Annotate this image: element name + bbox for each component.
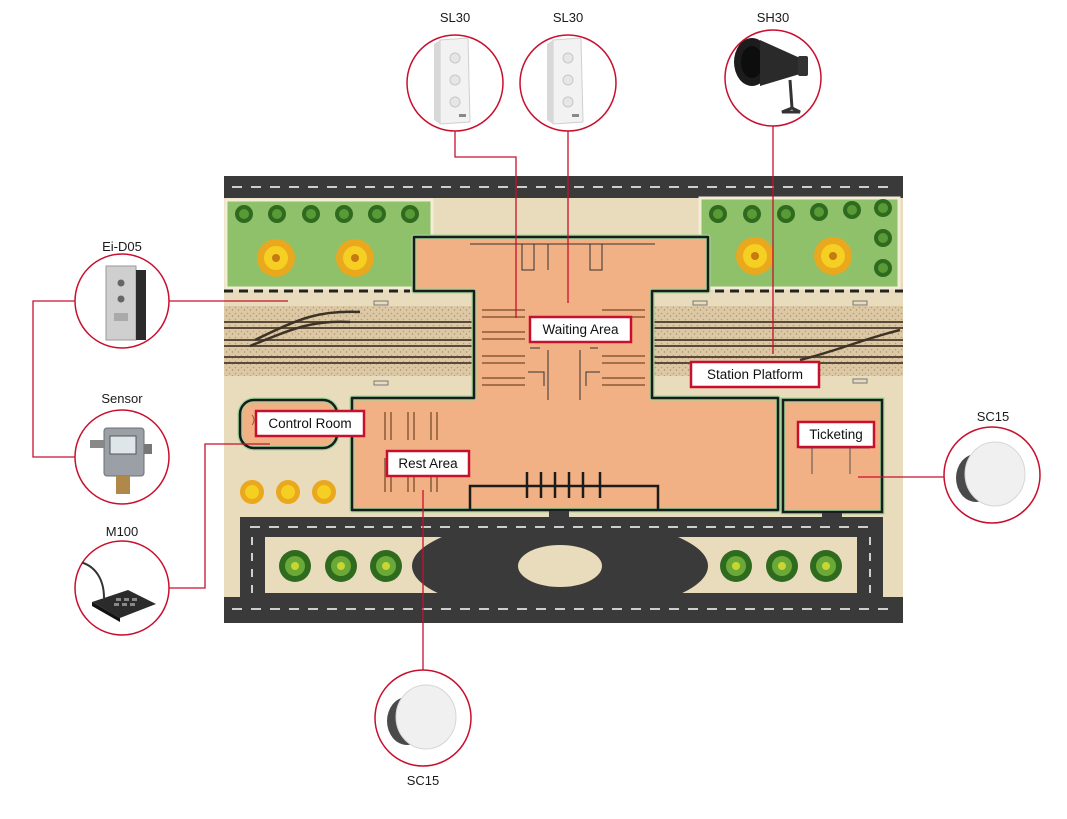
zone-label-waiting-area: Waiting Area (528, 315, 633, 344)
device-ei-d05: Ei-D05 (74, 239, 170, 349)
paging-microphone-icon (75, 558, 156, 622)
flower-bed (240, 480, 336, 504)
device-label-sl30-right: SL30 (553, 10, 583, 25)
zone-label-station-platform: Station Platform (689, 360, 821, 389)
column-speaker-icon (434, 37, 471, 125)
station-map (224, 176, 903, 623)
shrubs-left (235, 205, 419, 223)
column-speaker-icon (547, 37, 584, 125)
railway-tracks-left (224, 306, 474, 376)
connector-lines (32, 126, 944, 670)
zone-text-station-platform: Station Platform (707, 367, 803, 382)
device-sh30: SH30 (724, 10, 822, 127)
zone-text-rest-area: Rest Area (398, 456, 458, 471)
ceiling-speaker-icon (956, 441, 1026, 507)
top-road (224, 176, 903, 198)
device-sl30-right: SL30 (519, 10, 617, 132)
device-sensor: Sensor (74, 391, 170, 505)
device-label-sc15-bottom: SC15 (407, 773, 440, 788)
device-label-sl30-left: SL30 (440, 10, 470, 25)
ceiling-speaker-icon (387, 684, 457, 750)
device-sl30-left: SL30 (406, 10, 504, 132)
zone-label-rest-area: Rest Area (385, 449, 471, 478)
device-label-sh30: SH30 (757, 10, 790, 25)
zone-text-ticketing: Ticketing (809, 427, 863, 442)
flower-trees-right (736, 237, 852, 275)
ticketing-building (780, 397, 885, 515)
device-label-m100: M100 (106, 524, 139, 539)
pressure-sensor-icon (90, 427, 152, 494)
device-label-sc15-right: SC15 (977, 409, 1010, 424)
device-sc15-right: SC15 (943, 409, 1041, 524)
device-m100: M100 (74, 524, 170, 636)
zone-label-control-room: Control Room (254, 409, 366, 438)
zone-label-ticketing: Ticketing (796, 420, 876, 449)
device-label-ei-d05: Ei-D05 (102, 239, 142, 254)
flower-trees-left (257, 239, 374, 277)
zone-text-control-room: Control Room (268, 416, 351, 431)
lawn-right (698, 196, 901, 290)
shrubs-right (709, 199, 892, 277)
horn-speaker-icon (734, 38, 808, 114)
intercom-panel-icon (105, 265, 146, 341)
device-sc15-bottom: SC15 (374, 669, 472, 788)
lawn-left (224, 198, 434, 290)
main-entrance (468, 472, 660, 510)
shrubs-bottom (279, 550, 842, 582)
zone-text-waiting-area: Waiting Area (542, 322, 619, 337)
device-label-sensor: Sensor (101, 391, 143, 406)
benches-waiting-left (482, 309, 525, 386)
